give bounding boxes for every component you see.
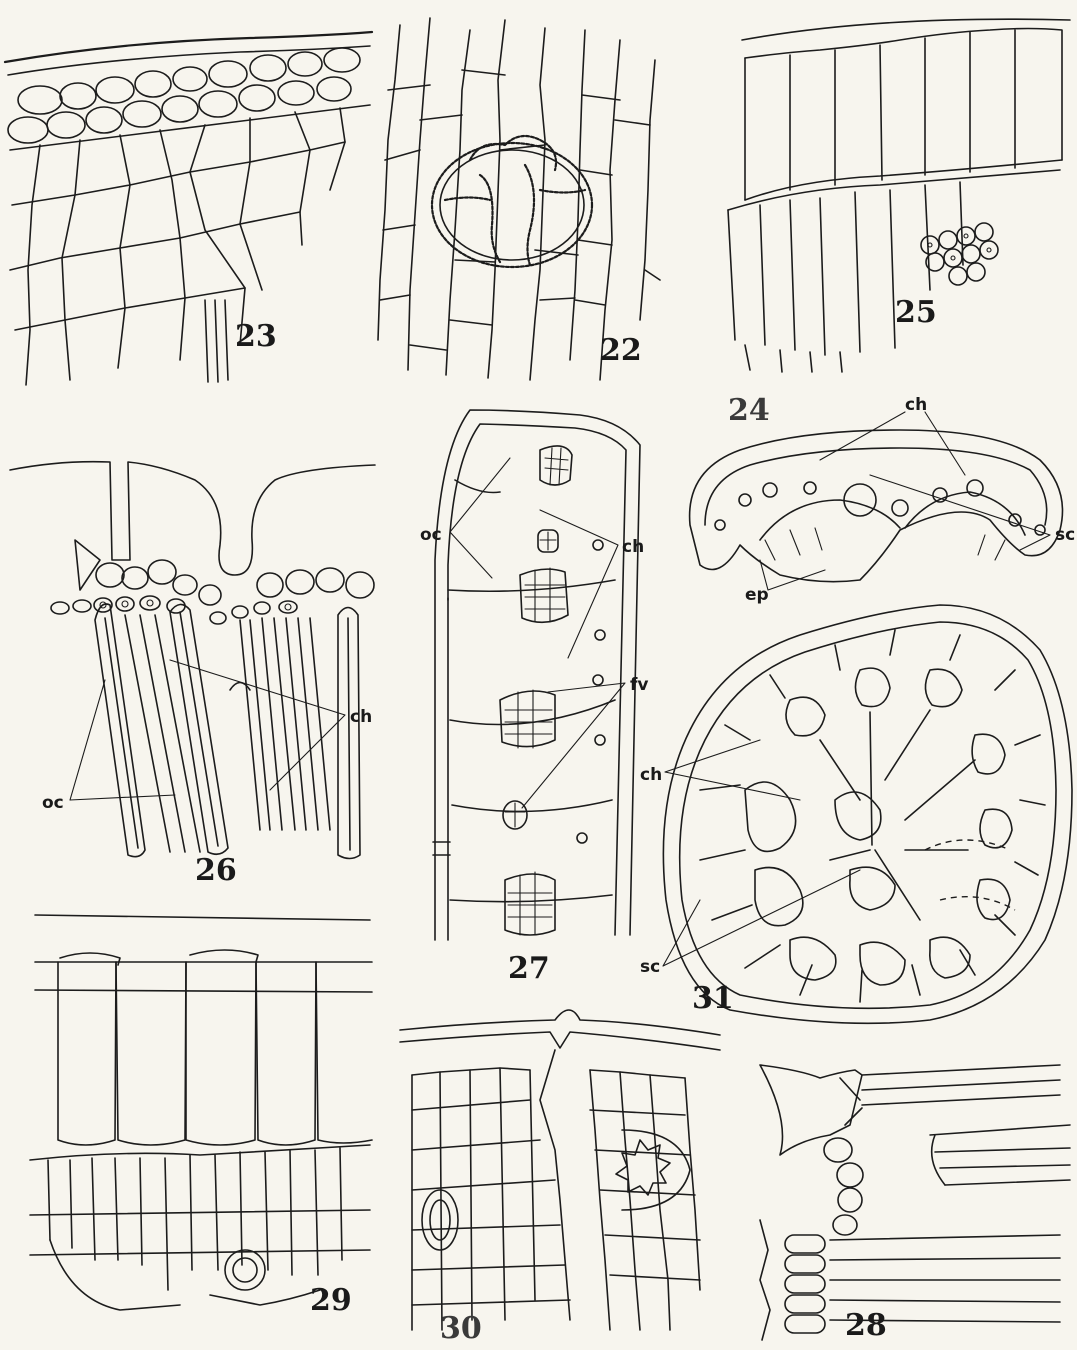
label-oc-fig27: oc: [420, 525, 442, 545]
figure-28-number: 28: [845, 1308, 887, 1343]
figure-22-number: 22: [600, 333, 642, 368]
figure-28-drawing: 28: [760, 1065, 1070, 1343]
figure-24-drawing: 24 ch sc ep: [690, 393, 1076, 605]
label-ep-fig24: ep: [745, 585, 769, 605]
figure-26-number: 26: [195, 853, 237, 888]
label-fv-fig27: fv: [630, 675, 648, 695]
figure-31-number: 31: [692, 981, 734, 1016]
figure-23-number: 23: [235, 319, 277, 354]
chloroplast-5: [503, 801, 527, 829]
figure-23-drawing: 23: [5, 32, 372, 385]
figure-24-number: 24: [728, 393, 770, 428]
figure-31-drawing: ch sc 31: [640, 605, 1072, 1023]
figure-27-drawing: oc ch fv 27: [420, 410, 648, 986]
label-ch-fig24: ch: [905, 395, 927, 415]
figure-30-drawing: 30: [400, 1010, 720, 1346]
figure-26-drawing: oc ch 26: [10, 462, 375, 888]
chloroplast-1: [540, 446, 572, 485]
chloroplast-3: [520, 568, 568, 622]
figure-30-number: 30: [440, 1311, 482, 1346]
chloroplast-4: [500, 690, 555, 748]
chloroplast-6: [505, 872, 555, 935]
label-ch-fig31: ch: [640, 765, 662, 785]
figure-27-number: 27: [508, 951, 550, 986]
label-ch-fig27: ch: [622, 537, 644, 557]
figure-29-number: 29: [310, 1283, 352, 1318]
figure-22-drawing: 22: [378, 18, 660, 380]
label-ch-fig26: ch: [350, 707, 372, 727]
label-sc-fig31: sc: [640, 957, 660, 977]
figure-29-drawing: 29: [30, 915, 372, 1318]
chloroplast-2: [538, 530, 558, 552]
label-oc-fig26: oc: [42, 793, 64, 813]
label-sc-fig24: sc: [1055, 525, 1075, 545]
figure-25-number: 25: [895, 295, 937, 330]
figure-25-drawing: 25: [728, 19, 1070, 372]
